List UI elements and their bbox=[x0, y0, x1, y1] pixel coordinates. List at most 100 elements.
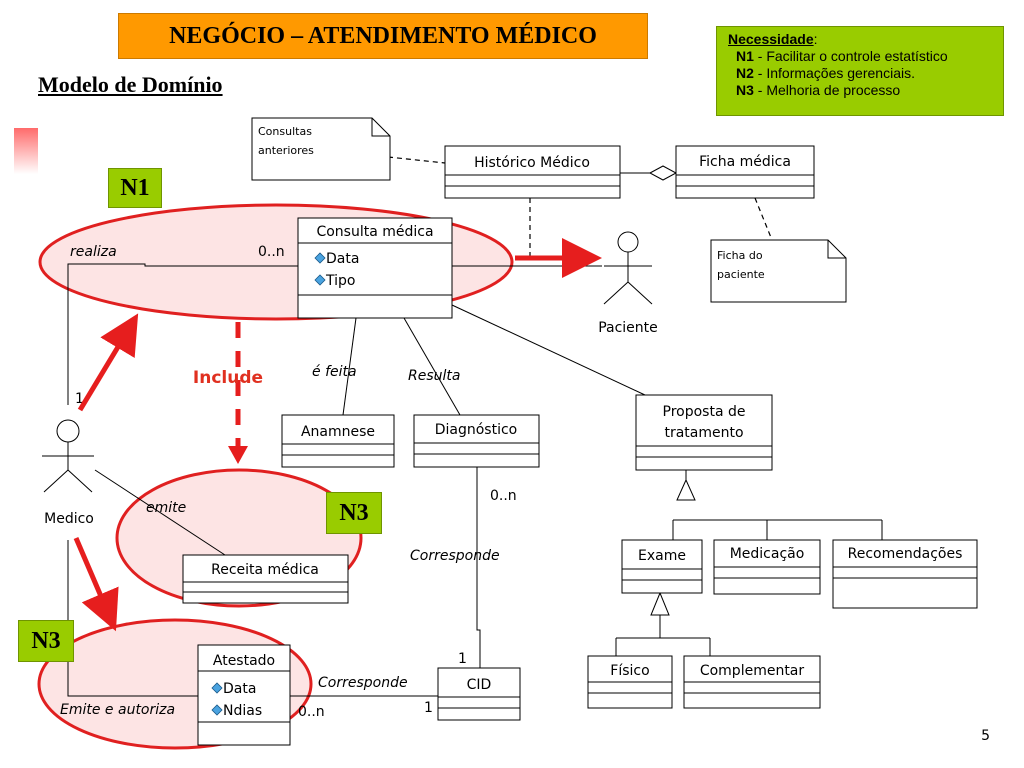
generalization-triangle-exame bbox=[650, 591, 670, 616]
actor-medico-label: Medico bbox=[44, 511, 94, 527]
class-name: Receita médica bbox=[211, 562, 319, 578]
multiplicity-label: 0..n bbox=[298, 704, 325, 720]
need-item-n3: N3 - Melhoria de processo bbox=[728, 82, 1003, 99]
class-name: tratamento bbox=[664, 425, 743, 441]
class-name: Medicação bbox=[730, 546, 805, 562]
label-n3-receita: N3 bbox=[326, 492, 382, 534]
label-n1: N1 bbox=[108, 168, 162, 208]
need-text: - Melhoria de processo bbox=[753, 82, 901, 98]
actor-leg bbox=[627, 281, 653, 305]
assoc-label-emite-autoriza: Emite e autoriza bbox=[60, 702, 175, 718]
note-ficha-paciente: Ficha do paciente bbox=[710, 239, 847, 303]
multiplicity-label: 1 bbox=[75, 391, 84, 407]
class-ficha-medica: Ficha médica bbox=[675, 145, 815, 199]
assoc-emite-line bbox=[94, 469, 226, 556]
assoc-label-resulta: Resulta bbox=[408, 368, 460, 384]
note-consultas-anteriores: Consultas anteriores bbox=[251, 117, 391, 181]
actor-paciente bbox=[603, 231, 653, 305]
include-arrow-head bbox=[228, 446, 248, 464]
needs-panel: Necessidade: N1 - Facilitar o controle e… bbox=[716, 26, 1004, 116]
class-diagnostico: Diagnóstico bbox=[413, 414, 540, 468]
class-name: Diagnóstico bbox=[435, 422, 518, 438]
assoc-e-feita-line bbox=[342, 317, 357, 416]
class-anamnese: Anamnese bbox=[281, 414, 395, 468]
class-proposta-tratamento: Proposta de tratamento bbox=[635, 394, 773, 471]
class-recomendacoes: Recomendações bbox=[832, 539, 978, 609]
assoc-label-corresponde-atestado: Corresponde bbox=[318, 675, 408, 691]
need-text: - Informações gerenciais. bbox=[753, 65, 915, 81]
class-medicacao: Medicação bbox=[713, 539, 821, 595]
red-arrow-medico-to-atestado bbox=[73, 537, 119, 632]
class-consulta-medica: Consulta médica Data Tipo bbox=[297, 217, 453, 319]
class-name: Histórico Médico bbox=[474, 155, 590, 171]
note-ficha-line2: paciente bbox=[717, 268, 765, 281]
note-connector-consultas bbox=[387, 156, 446, 164]
aggregation-diamond bbox=[648, 165, 678, 181]
attribute-icon bbox=[211, 704, 223, 716]
class-name: Recomendações bbox=[848, 546, 963, 562]
class-complementar: Complementar bbox=[683, 655, 821, 709]
assoc-corresponde-diag-line bbox=[476, 466, 481, 668]
assoc-label-corresponde-diag: Corresponde bbox=[410, 548, 500, 564]
class-name: Ficha médica bbox=[699, 154, 791, 170]
actor-leg bbox=[43, 469, 69, 493]
note-consultas-line1: Consultas bbox=[258, 125, 312, 138]
need-item-n2: N2 - Informações gerenciais. bbox=[728, 65, 1003, 82]
class-atestado: Atestado Data Ndias bbox=[197, 644, 291, 746]
note-connector-ficha bbox=[754, 197, 773, 241]
actor-medico bbox=[42, 419, 94, 493]
attribute-icon bbox=[211, 682, 223, 694]
class-receita-medica: Receita médica bbox=[182, 554, 349, 604]
class-exame: Exame bbox=[621, 539, 703, 594]
class-attribute: Data bbox=[326, 251, 359, 267]
note-consultas-line2: anteriores bbox=[258, 144, 314, 157]
assoc-emite-autoriza-line bbox=[67, 540, 198, 697]
assoc-label-emite: emite bbox=[146, 500, 186, 516]
class-name: Anamnese bbox=[301, 424, 375, 440]
decorative-accent-bar bbox=[14, 128, 38, 174]
actor-head bbox=[617, 231, 639, 253]
class-name: Atestado bbox=[213, 653, 275, 669]
class-attribute: Tipo bbox=[325, 273, 355, 289]
assoc-resulta-line bbox=[403, 317, 461, 416]
attribute-icon bbox=[314, 252, 326, 264]
include-label: Include bbox=[193, 368, 263, 388]
assoc-label-e-feita: é feita bbox=[312, 364, 357, 380]
class-name: Proposta de bbox=[663, 404, 746, 420]
actor-leg bbox=[603, 281, 629, 305]
multiplicity-label: 1 bbox=[458, 651, 467, 667]
actor-leg bbox=[67, 469, 93, 493]
label-n3-atestado: N3 bbox=[18, 620, 74, 662]
actor-paciente-label: Paciente bbox=[598, 320, 658, 336]
class-name: Exame bbox=[638, 548, 686, 564]
class-historico-medico: Histórico Médico bbox=[444, 145, 621, 199]
class-name: Consulta médica bbox=[316, 224, 433, 240]
attribute-icon bbox=[314, 274, 326, 286]
needs-title-colon: : bbox=[813, 31, 818, 47]
multiplicity-label: 0..n bbox=[258, 244, 285, 260]
need-code: N3 bbox=[736, 82, 754, 98]
multiplicity-label: 0..n bbox=[490, 488, 517, 504]
assoc-proposta-line bbox=[451, 304, 646, 396]
class-name: Físico bbox=[610, 663, 649, 679]
needs-title: Necessidade bbox=[728, 31, 814, 47]
class-fisico: Físico bbox=[587, 655, 673, 709]
need-item-n1: N1 - Facilitar o controle estatístico bbox=[728, 48, 1003, 65]
need-code: N2 bbox=[736, 65, 754, 81]
actor-head bbox=[56, 419, 80, 443]
page-subtitle: Modelo de Domínio bbox=[38, 72, 223, 97]
page-title: NEGÓCIO – ATENDIMENTO MÉDICO bbox=[118, 13, 648, 59]
generalization-triangle-proposta bbox=[676, 478, 696, 501]
class-attribute: Data bbox=[223, 681, 256, 697]
page-number: 5 bbox=[981, 728, 990, 744]
class-cid: CID bbox=[437, 667, 521, 721]
note-ficha-line1: Ficha do bbox=[717, 249, 763, 262]
assoc-realiza-line bbox=[67, 263, 298, 405]
multiplicity-label: 1 bbox=[424, 700, 433, 716]
need-text: - Facilitar o controle estatístico bbox=[753, 48, 948, 64]
need-code: N1 bbox=[736, 48, 754, 64]
class-attribute: Ndias bbox=[223, 703, 262, 719]
assoc-label-realiza: realiza bbox=[70, 244, 117, 260]
red-arrow-medico-to-consulta bbox=[77, 313, 139, 412]
